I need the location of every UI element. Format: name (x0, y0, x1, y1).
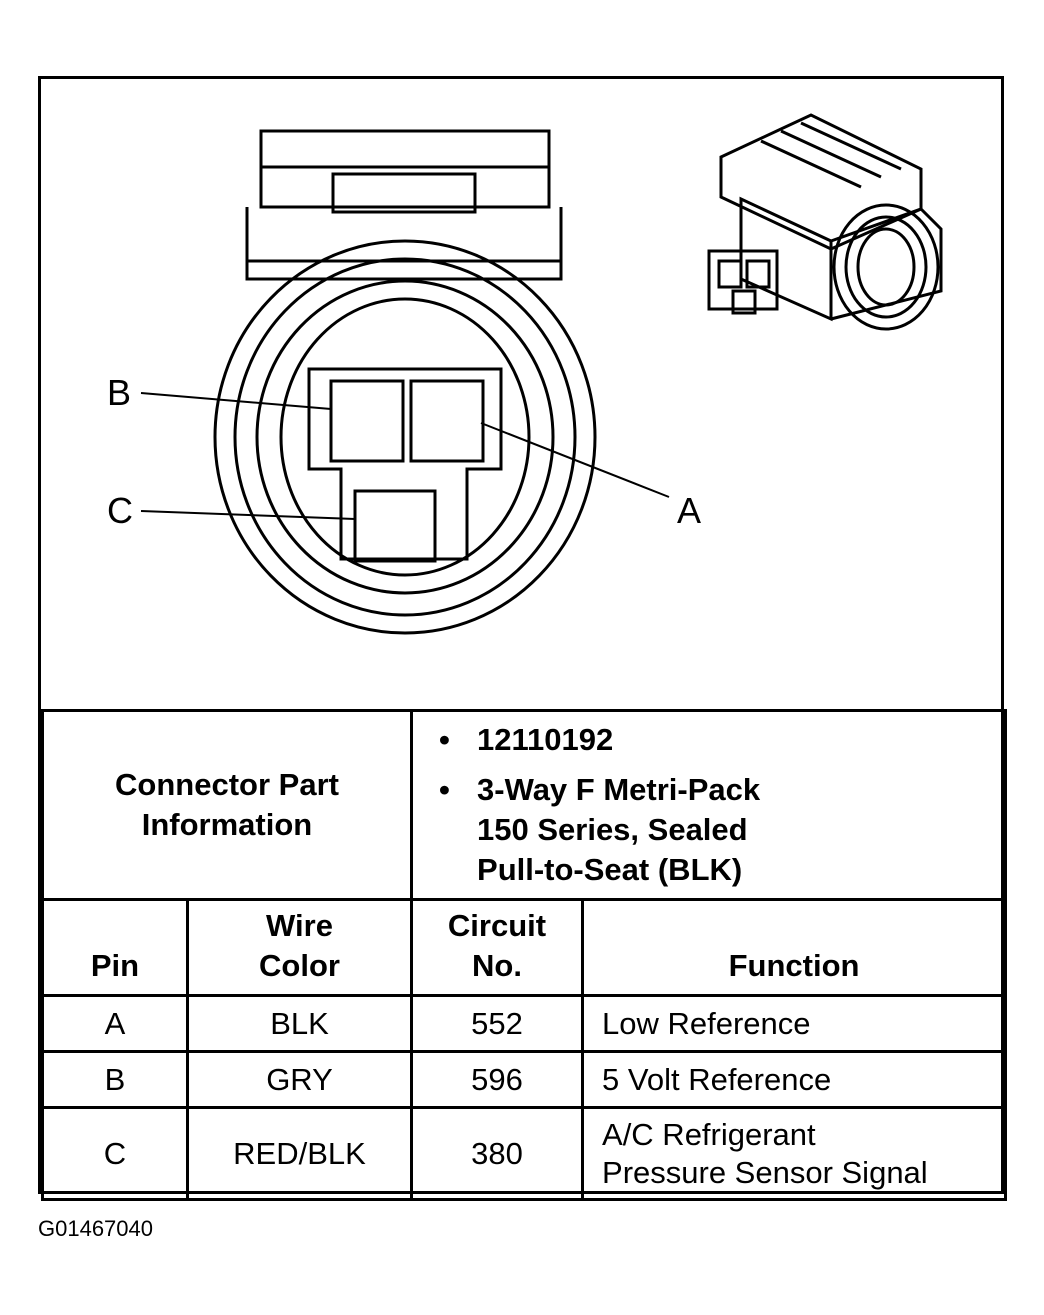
table-row: A BLK 552 Low Reference (41, 994, 1008, 1053)
connector-perspective-view (707, 113, 943, 331)
circuit-cell: 380 (410, 1106, 585, 1201)
cavity-a (409, 379, 485, 463)
header-function: Function (581, 898, 1008, 997)
cavity-c (353, 489, 437, 563)
function-cell: A/C Refrigerant Pressure Sensor Signal (581, 1106, 1008, 1201)
description-line1: 3-Way F Metri-Pack (477, 772, 761, 807)
connector-latch-housing (259, 129, 551, 209)
part-number: 12110192 (439, 720, 1004, 760)
part-info-label-line1: Connector Part (115, 767, 339, 802)
wire-color-cell: RED/BLK (185, 1106, 414, 1201)
connector-description: 3-Way F Metri-Pack 150 Series, Sealed Pu… (439, 770, 1004, 890)
figure-id: G01467040 (38, 1216, 153, 1241)
connector-info-table: Connector Part Information 12110192 3-Wa… (40, 709, 1008, 1201)
pin-cell: B (41, 1050, 189, 1109)
table-header-row: Pin Wire Color Circuit No. Function (41, 898, 1008, 997)
connector-drawing: B C A (41, 79, 1001, 709)
header-circuit: Circuit No. (410, 898, 585, 997)
function-line2: Pressure Sensor Signal (602, 1154, 928, 1190)
inner-seal-ring (279, 297, 531, 577)
connector-figure-frame: B C A Connector Part Information 1211019… (38, 76, 1008, 1201)
description-line2: 150 Series, Sealed (477, 812, 748, 847)
wire-color-cell: GRY (185, 1050, 414, 1109)
header-wire-color: Wire Color (185, 898, 414, 997)
outer-seal-ring (213, 239, 597, 635)
header-wire-color-line1: Wire (266, 908, 333, 943)
table-row: C RED/BLK 380 A/C Refrigerant Pressure S… (41, 1106, 1008, 1201)
callout-a: A (677, 490, 701, 531)
part-info-label: Connector Part Information (40, 709, 414, 901)
function-line1: A/C Refrigerant (602, 1116, 816, 1152)
header-wire-color-line2: Color (259, 948, 340, 983)
pin-cell: C (41, 1106, 189, 1201)
connector-face-illustration: B C A (107, 113, 943, 635)
description-line3: Pull-to-Seat (BLK) (477, 852, 743, 887)
table-row: B GRY 596 5 Volt Reference (41, 1050, 1008, 1109)
callout-c: C (107, 490, 133, 531)
part-info-row: Connector Part Information 12110192 3-Wa… (40, 709, 1008, 901)
wire-color-cell: BLK (185, 994, 414, 1053)
part-info-details: 12110192 3-Way F Metri-Pack 150 Series, … (410, 709, 1008, 901)
part-info-list: 12110192 3-Way F Metri-Pack 150 Series, … (413, 712, 1004, 898)
circuit-cell: 552 (410, 994, 585, 1053)
circuit-cell: 596 (410, 1050, 585, 1109)
function-cell: 5 Volt Reference (581, 1050, 1008, 1109)
callout-b: B (107, 372, 131, 413)
pin-cell: A (41, 994, 189, 1053)
cavity-b (329, 379, 405, 463)
part-info-label-line2: Information (141, 807, 313, 842)
header-circuit-line2: No. (472, 948, 522, 983)
header-pin: Pin (41, 898, 189, 997)
function-cell: Low Reference (581, 994, 1008, 1053)
header-circuit-line1: Circuit (447, 908, 547, 943)
